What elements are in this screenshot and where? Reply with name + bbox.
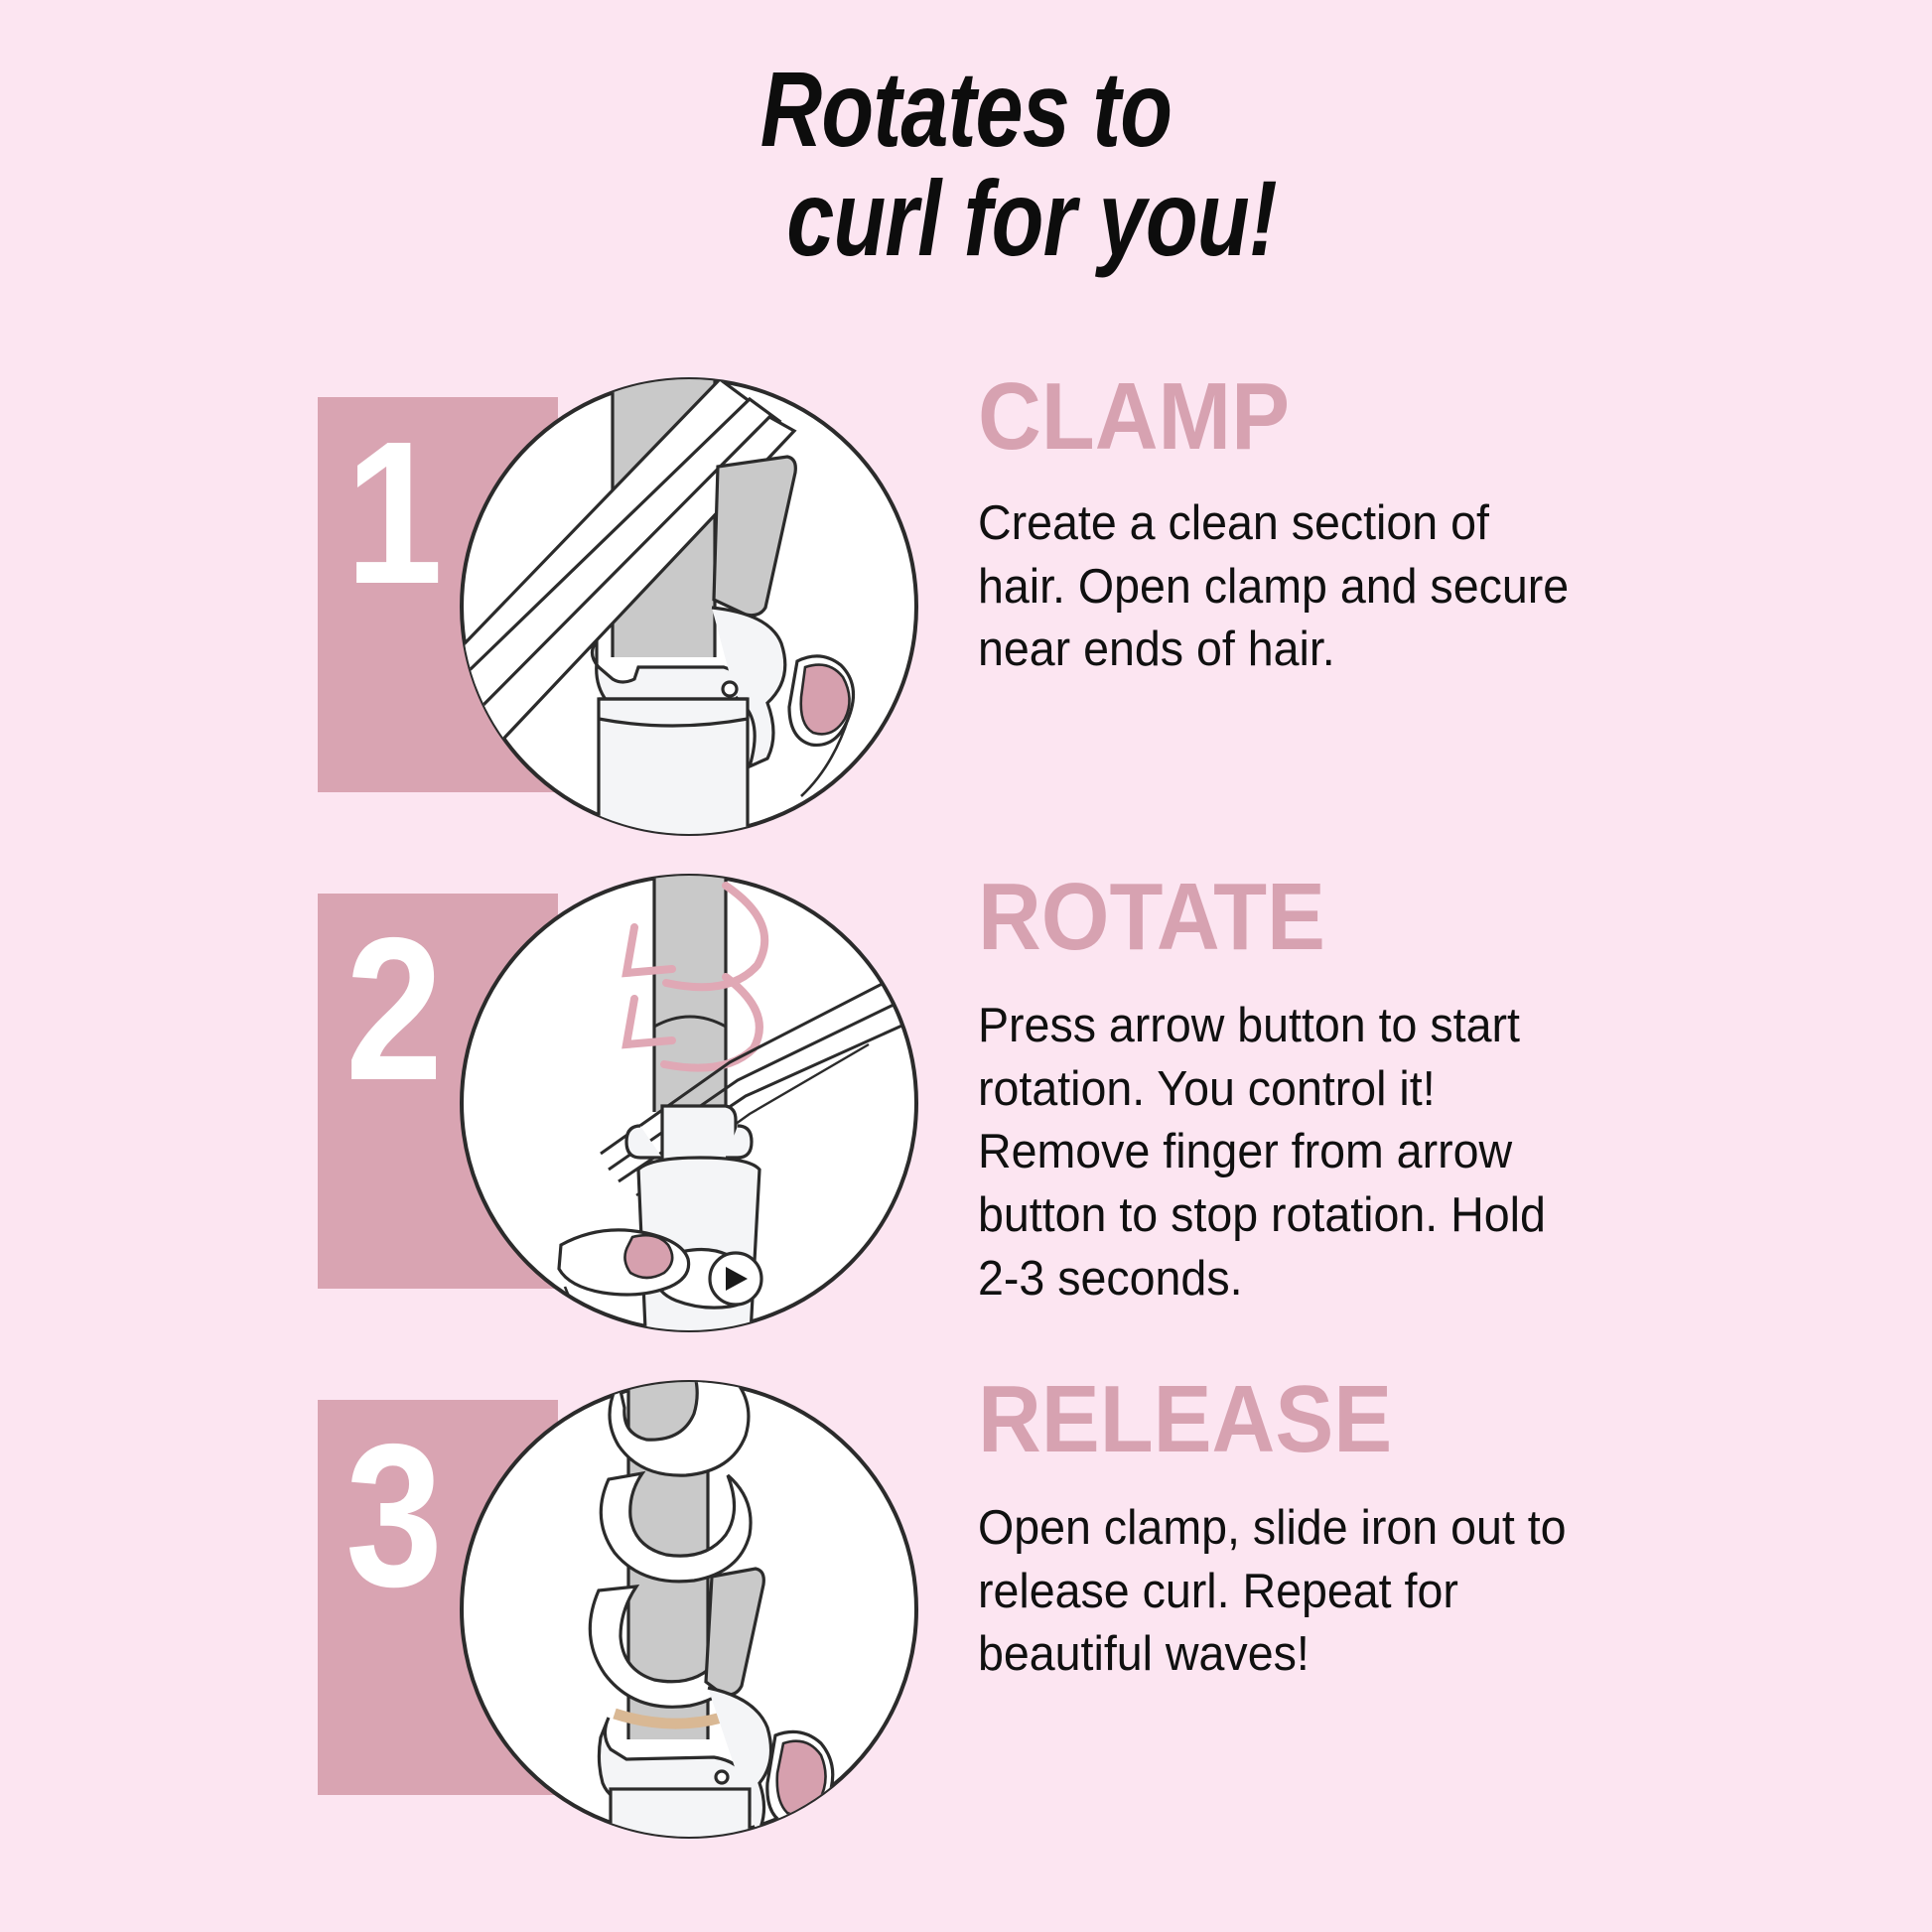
- step-2-body: Press arrow button to start rotation. Yo…: [978, 999, 1546, 1306]
- step-1-illustration: [452, 369, 926, 844]
- step-1-number: 1: [345, 399, 444, 626]
- step-2-illustration: [452, 866, 926, 1340]
- title-line-2: curl for you!: [786, 158, 1277, 279]
- title-line-1: Rotates to: [759, 49, 1173, 169]
- step-3-body: Open clamp, slide iron out to release cu…: [978, 1501, 1567, 1682]
- page-title: Rotates to curl for you!: [0, 49, 1932, 279]
- step-3-text: RELEASE Open clamp, slide iron out to re…: [978, 1372, 1762, 1687]
- step-1-text: CLAMP Create a clean section of hair. Op…: [978, 369, 1762, 682]
- step-3: 3: [0, 1372, 1932, 1849]
- step-2-text: ROTATE Press arrow button to start rotat…: [978, 866, 1762, 1311]
- step-1-heading: CLAMP: [978, 363, 1290, 470]
- step-2: 2: [0, 866, 1932, 1342]
- step-2-heading: ROTATE: [978, 864, 1325, 970]
- step-1-body: Create a clean section of hair. Open cla…: [978, 496, 1570, 677]
- step-3-heading: RELEASE: [978, 1366, 1393, 1472]
- step-2-number: 2: [345, 896, 444, 1123]
- step-1: 1: [0, 369, 1932, 846]
- step-3-number: 3: [345, 1402, 444, 1629]
- play-arrow-icon: [726, 1267, 748, 1291]
- step-3-illustration: [452, 1372, 926, 1847]
